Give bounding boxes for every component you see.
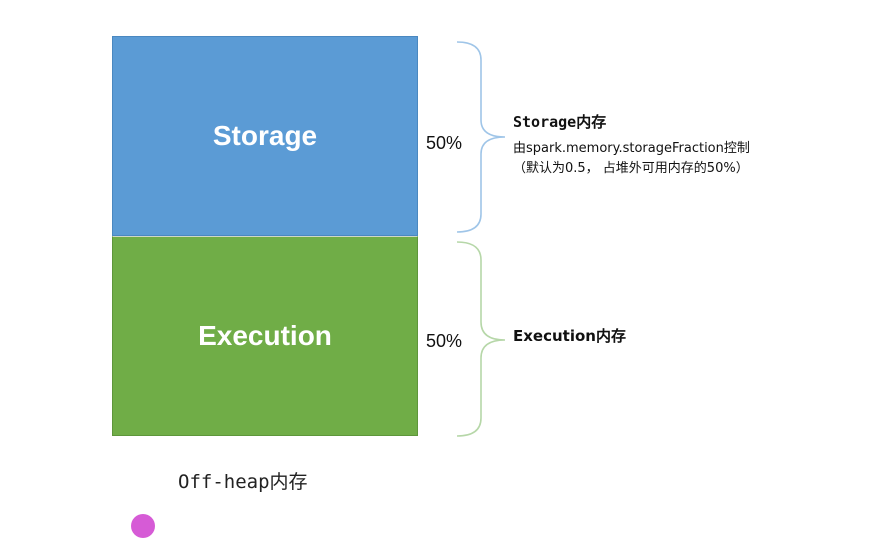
storage-percent: 50% — [426, 133, 463, 153]
diagram-caption: Off-heap内存 — [178, 471, 308, 493]
execution-brace — [456, 241, 506, 437]
execution-block: Execution — [112, 236, 418, 436]
execution-percent: 50% — [426, 331, 463, 351]
storage-annotation-line1: 由spark.memory.storageFraction控制 — [513, 141, 750, 156]
storage-brace — [456, 41, 506, 233]
storage-block: Storage — [112, 36, 418, 236]
execution-annotation-title: Execution内存 — [513, 327, 626, 345]
storage-label: Storage — [212, 120, 318, 151]
execution-label: Execution — [198, 320, 332, 351]
cursor-dot — [131, 514, 155, 538]
storage-annotation-line2: （默认为0.5， 占堆外可用内存的50%） — [513, 161, 749, 176]
storage-annotation-title: Storage内存 — [513, 113, 607, 131]
